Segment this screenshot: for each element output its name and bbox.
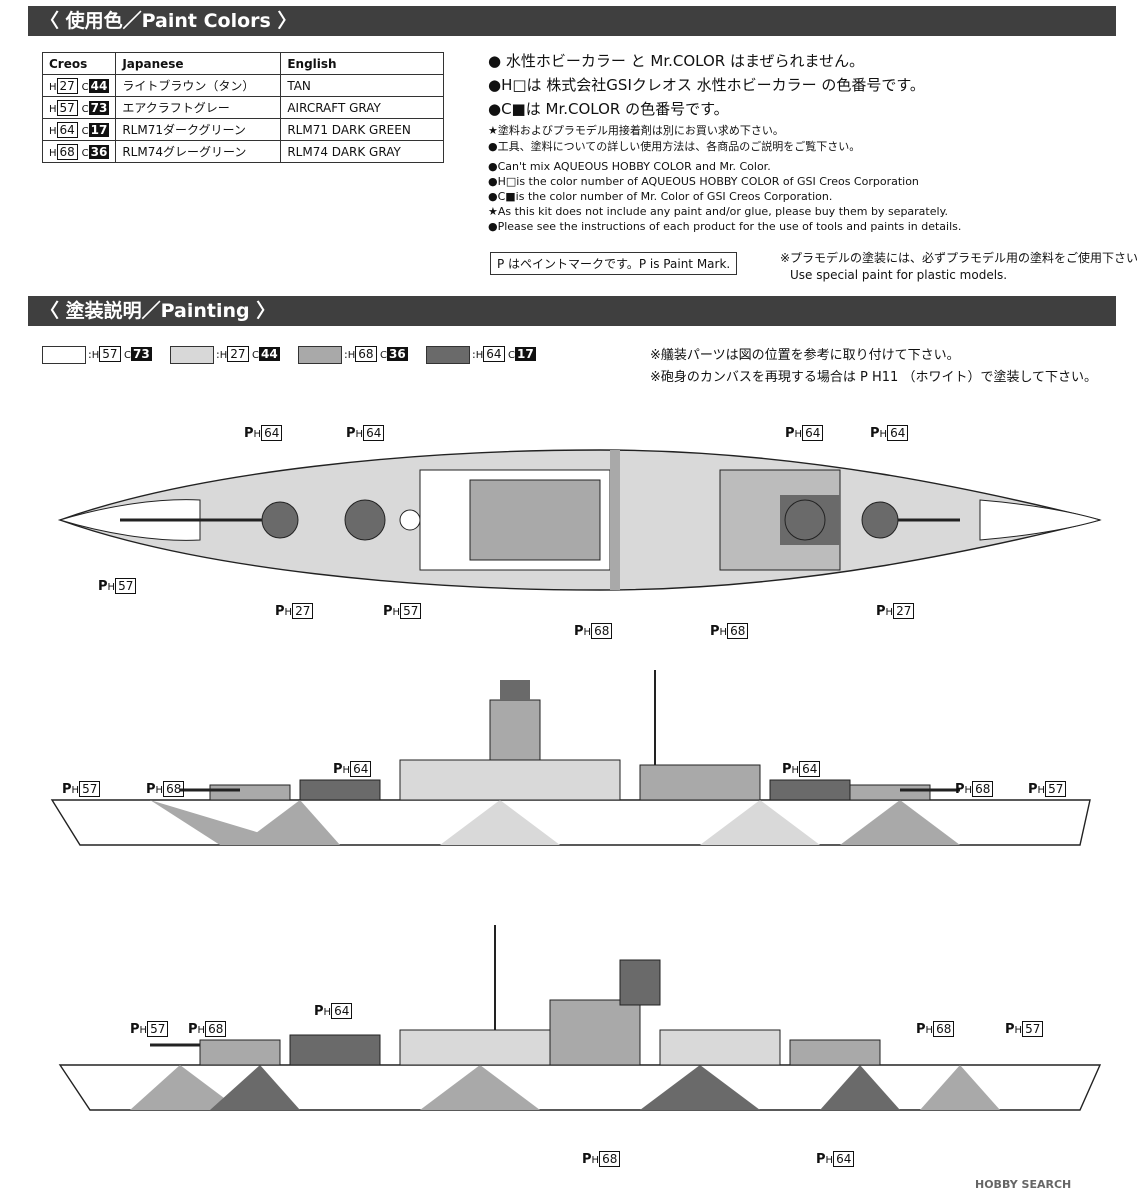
- c-number: 44: [88, 78, 110, 93]
- english-name: RLM71 DARK GREEN: [280, 118, 445, 141]
- h-number: 57: [56, 99, 78, 116]
- note-en-5: ●Please see the instructions of each pro…: [488, 220, 962, 233]
- h-number: 64: [56, 121, 78, 138]
- paint-mark-box: P はペイントマークです。P is Paint Mark.: [490, 252, 738, 275]
- table-header: Creos Japanese English: [41, 52, 445, 75]
- plastic-note-jp: ※プラモデルの塗装には、必ずプラモデル用の塗料をご使用下さい。: [780, 251, 1138, 265]
- col-creos: Creos: [41, 52, 117, 75]
- note-jp-4: ★塗料およびプラモデル用接着剤は別にお買い求め下さい。: [488, 124, 784, 137]
- japanese-name: ライトブラウン（タン）: [115, 74, 282, 97]
- note-jp-3: ●C■は Mr.COLOR の色番号です。: [488, 100, 729, 118]
- note-jp-2: ●H□は 株式会社GSIクレオス 水性ホビーカラー の色番号です。: [488, 76, 925, 94]
- watermark-logo: HOBBY SEARCH: [975, 1178, 1072, 1191]
- ship-side-view-port: [58, 925, 1102, 1111]
- ship-top-view: [57, 449, 1102, 591]
- h-number: 27: [56, 77, 78, 94]
- legend-swatch-68: [298, 346, 342, 364]
- ship-side-view-starboard: [50, 670, 1091, 846]
- japanese-name: エアクラフトグレー: [115, 96, 282, 119]
- note-en-4: ★As this kit does not include any paint …: [488, 205, 949, 218]
- note-en-3: ●C■is the color number of Mr. Color of G…: [488, 190, 833, 203]
- paint-colors-banner: 〈 使用色／Paint Colors 〉: [28, 6, 1116, 36]
- legend-swatch-27: [170, 346, 214, 364]
- fitting-note: ※艤装パーツは図の位置を参考に取り付けて下さい。: [650, 348, 960, 363]
- plastic-note-en: Use special paint for plastic models.: [790, 268, 1008, 282]
- col-japanese: Japanese: [115, 52, 282, 75]
- col-english: English: [280, 52, 445, 75]
- h-number: 68: [56, 143, 78, 160]
- japanese-name: RLM74グレーグリーン: [115, 140, 282, 163]
- note-en-1: ●Can't mix AQUEOUS HOBBY COLOR and Mr. C…: [488, 160, 771, 173]
- english-name: TAN: [280, 74, 445, 97]
- painting-banner: 〈 塗装説明／Painting 〉: [28, 296, 1116, 326]
- legend-swatch-64: [426, 346, 470, 364]
- legend-swatch-57: [42, 346, 86, 364]
- c-number: 73: [88, 100, 110, 115]
- note-jp-5: ●工具、塗料についての詳しい使用方法は、各商品のご説明をご覧下さい。: [488, 140, 861, 153]
- english-name: RLM74 DARK GRAY: [280, 140, 445, 163]
- canvas-note: ※砲身のカンバスを再現する場合は P H11 （ホワイト）で塗装して下さい。: [650, 370, 1098, 385]
- note-en-2: ●H□is the color number of AQUEOUS HOBBY …: [488, 175, 919, 188]
- japanese-name: RLM71ダークグリーン: [115, 118, 282, 141]
- english-name: AIRCRAFT GRAY: [280, 96, 445, 119]
- c-number: 36: [88, 144, 110, 159]
- c-number: 17: [88, 122, 110, 137]
- note-jp-1: ● 水性ホビーカラー と Mr.COLOR はまぜられません。: [488, 52, 865, 70]
- plastic-note: ※プラモデルの塗装には、必ずプラモデル用の塗料をご使用下さい。 Use spec…: [780, 250, 1138, 284]
